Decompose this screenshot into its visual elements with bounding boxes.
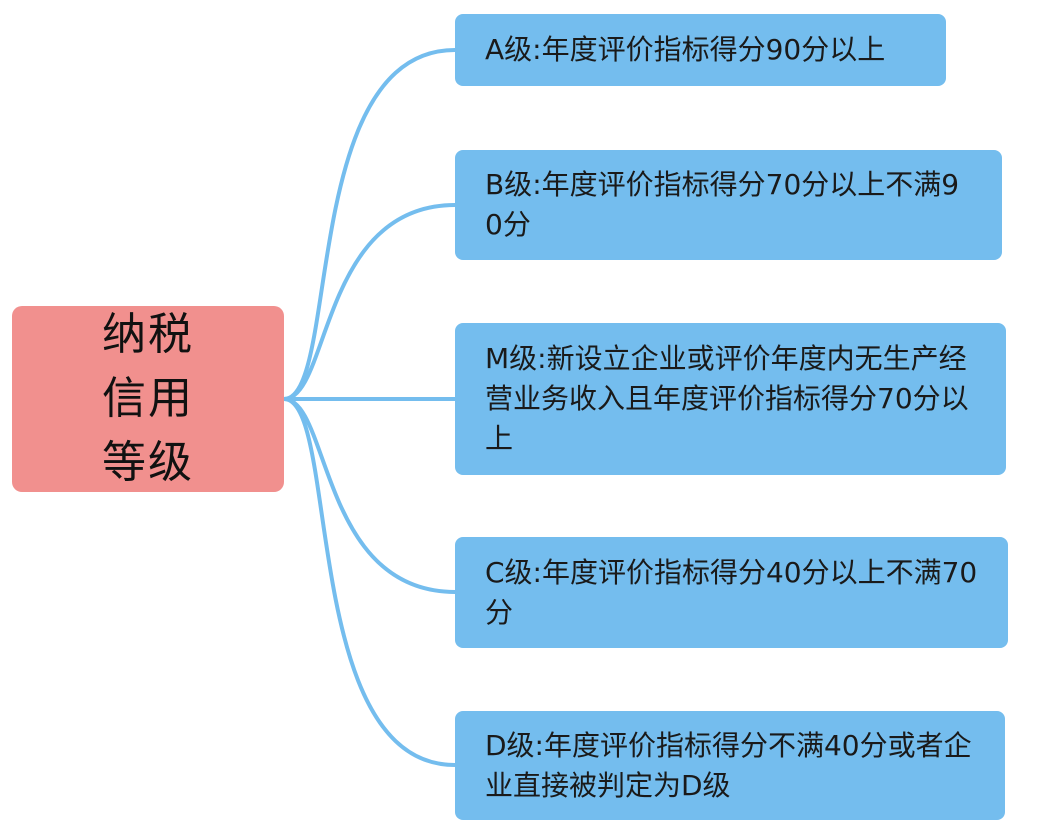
root-node: 纳税信用等级 bbox=[12, 306, 284, 492]
connector-a bbox=[282, 48, 457, 401]
branch-label-a: A级:年度评价指标得分90分以上 bbox=[485, 33, 886, 66]
branch-label-m: M级:新设立企业或评价年度内无生产经营业务收入且年度评价指标得分70分以上 bbox=[485, 342, 969, 455]
branch-label-c: C级:年度评价指标得分40分以上不满70分 bbox=[485, 555, 978, 629]
branch-label-d: D级:年度评价指标得分不满40分或者企业直接被判定为D级 bbox=[485, 728, 972, 802]
branch-node-m: M级:新设立企业或评价年度内无生产经营业务收入且年度评价指标得分70分以上 bbox=[455, 323, 1006, 475]
connector-d bbox=[282, 397, 457, 767]
branch-node-a: A级:年度评价指标得分90分以上 bbox=[455, 14, 946, 86]
root-label: 纳税信用等级 bbox=[102, 309, 194, 488]
connector-b bbox=[282, 203, 457, 401]
branch-node-b: B级:年度评价指标得分70分以上不满90分 bbox=[455, 150, 1002, 260]
connector-c bbox=[282, 397, 457, 594]
branch-node-c: C级:年度评价指标得分40分以上不满70分 bbox=[455, 537, 1008, 648]
branch-node-d: D级:年度评价指标得分不满40分或者企业直接被判定为D级 bbox=[455, 711, 1005, 820]
branch-label-b: B级:年度评价指标得分70分以上不满90分 bbox=[485, 168, 960, 241]
